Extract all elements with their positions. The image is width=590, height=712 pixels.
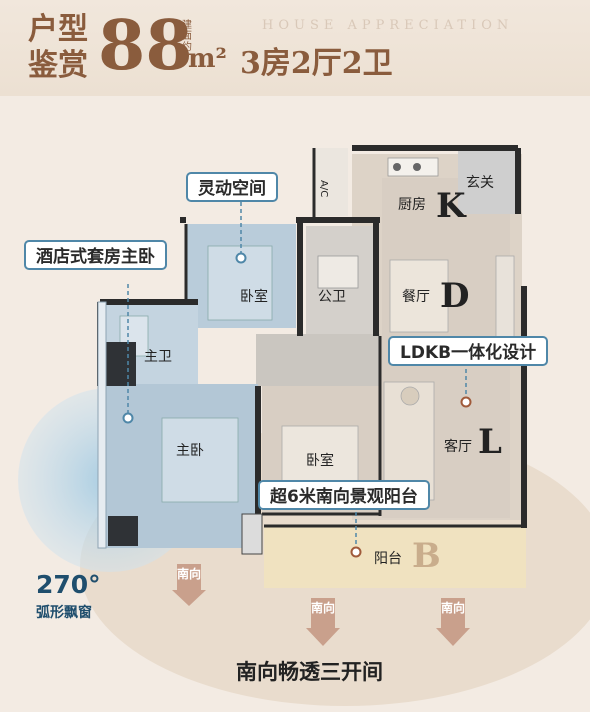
entrance-floor [458, 148, 518, 214]
dining-table [389, 259, 449, 333]
tag-ldkb: LDKB一体化设计 [388, 336, 549, 366]
south-arrow-left-text: 南向 [176, 567, 201, 581]
room-balcony: 阳台 [374, 551, 402, 567]
bay-window-frame [97, 301, 107, 549]
south-caption: 南向畅透三开间 [236, 660, 383, 684]
bay-window-caption: 弧形飘窗 [36, 605, 92, 621]
tag-hotel-suite: 酒店式套房主卧 [24, 240, 167, 270]
room-dining: 餐厅 [402, 289, 430, 305]
south-arrow-right-icon [436, 598, 470, 646]
tag-flex-space: 灵动空间 [186, 172, 278, 202]
ac-area [316, 148, 348, 216]
master-wall-corner [108, 516, 138, 546]
bay-window-angle: 270° [36, 570, 101, 599]
dining-letter: D [440, 276, 470, 316]
south-arrow-mid-text: 南向 [310, 601, 335, 615]
room-bedroom-mid: 卧室 [306, 453, 334, 469]
header-title-line2: 鉴赏 [28, 48, 88, 83]
south-arrow-right-text: 南向 [440, 601, 465, 615]
south-arrow-left: 南向 [172, 564, 206, 606]
floor-plan: 灵动空间 酒店式套房主卧 LDKB一体化设计 超6米南向景观阳台 玄关 A/C … [0, 96, 590, 712]
room-public-bath: 公卫 [318, 289, 346, 305]
kitchen-letter: K [436, 186, 466, 226]
layout-type: 3房2厅2卫 [240, 46, 393, 81]
header-title: 户型 鉴赏 [28, 12, 92, 84]
room-bedroom-top: 卧室 [240, 289, 268, 305]
area-unit: m² [188, 44, 227, 74]
room-kitchen: 厨房 [398, 197, 426, 213]
balcony-letter: B [412, 536, 441, 576]
living-letter: L [478, 422, 502, 462]
south-arrow-mid: 南向 [306, 598, 340, 646]
area-caption: 建面约 [182, 20, 192, 53]
english-subtitle: HOUSE APPRECIATION [262, 18, 514, 33]
corridor-floor [256, 334, 380, 386]
room-entrance: 玄关 [466, 175, 494, 191]
south-arrow-right: 南向 [436, 598, 470, 646]
room-living: 客厅 [444, 439, 472, 455]
tag-balcony: 超6米南向景观阳台 [258, 480, 430, 510]
south-arrow-mid-icon [306, 598, 340, 646]
south-arrow-left-icon [172, 564, 206, 606]
header-title-line1: 户型 [28, 12, 88, 47]
bed-master [161, 417, 239, 503]
room-ac: A/C [318, 180, 329, 198]
floor-plan-drawing [18, 145, 590, 706]
room-master-bath: 主卫 [144, 349, 172, 365]
header-banner: 户型 鉴赏 88 建面约 m² HOUSE APPRECIATION 3房2厅2… [0, 0, 590, 96]
balcony-floor [264, 526, 526, 588]
room-master-bedroom: 主卧 [176, 443, 204, 459]
area-value: 88 [98, 6, 193, 86]
